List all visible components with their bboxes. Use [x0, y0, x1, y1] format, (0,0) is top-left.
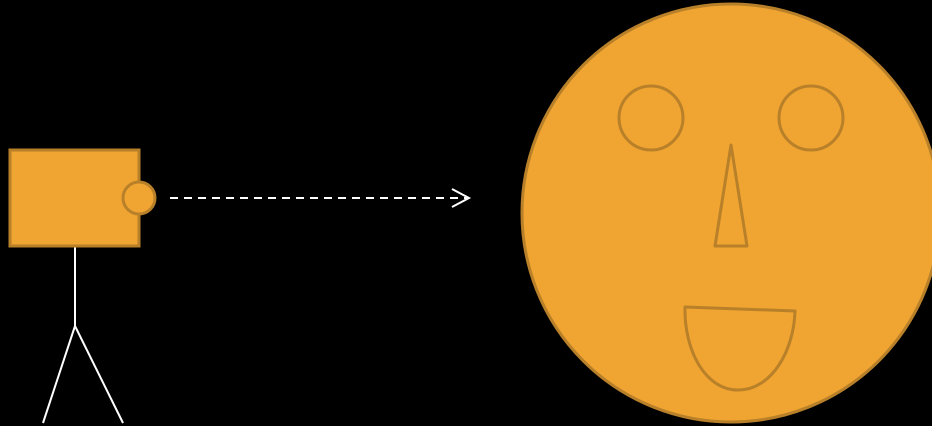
camera-body [10, 150, 139, 246]
dashed-arrow-icon [170, 189, 469, 207]
smiley-face-icon [522, 4, 932, 422]
face-head [522, 4, 932, 422]
camera-icon [10, 150, 155, 246]
camera-on-tripod [10, 150, 155, 423]
camera-lens [123, 182, 155, 214]
tripod-right-leg [75, 326, 123, 423]
tripod-left-leg [43, 326, 75, 423]
tripod-icon [43, 246, 123, 423]
